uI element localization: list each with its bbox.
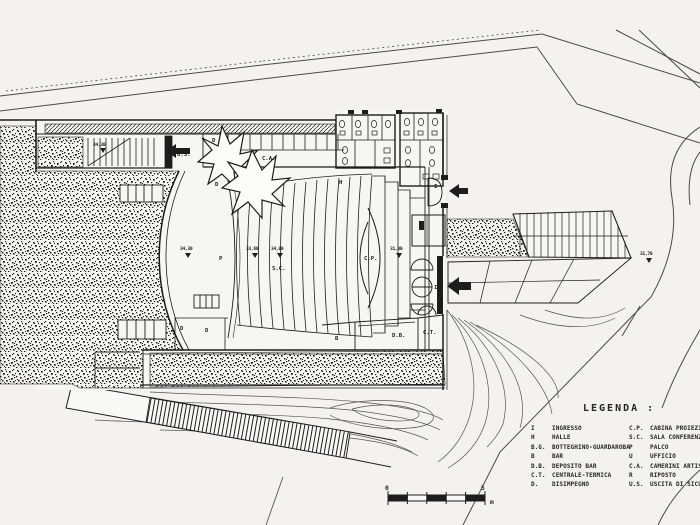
ticket-office <box>411 214 446 247</box>
label-cp: C.P. <box>364 256 377 262</box>
room-labels: U.S. C.A. D D D D P S.C. C.P. H I I B D.… <box>177 138 437 342</box>
elevation-marks: 34,30 34,30 33,60 34,00 31,00 31,70 <box>93 142 653 263</box>
legend-row: B.G.BOTTEGHINO-GUARDAROBA <box>531 443 630 451</box>
toilet-block <box>335 109 444 187</box>
legend-row: S.C.SALA CONFERENZE <box>629 434 700 442</box>
burst-arrows <box>196 124 292 220</box>
svg-text:34,30: 34,30 <box>93 142 106 148</box>
roads <box>0 29 700 525</box>
legend-row: D.B.DEPOSITO BAR <box>531 462 597 470</box>
projection-booth <box>359 207 381 309</box>
label-us: U.S. <box>177 152 190 158</box>
svg-text:33,60: 33,60 <box>246 246 259 252</box>
label-db: D.B. <box>392 333 405 339</box>
svg-text:31,70: 31,70 <box>640 251 653 257</box>
label-p: P <box>219 256 223 262</box>
legend-row: D.DISIMPEGNO <box>531 481 590 489</box>
legend-row: C.A.CAMERINI ARTISTI <box>629 462 700 470</box>
legend-title: LEGENDA : <box>583 403 656 414</box>
label-d-4: D <box>180 326 184 332</box>
entrance-arrows <box>447 184 471 295</box>
scale-start: 0 <box>385 485 389 492</box>
label-i-1: I <box>434 184 437 190</box>
entrance-doors <box>410 177 443 316</box>
seating-rows <box>236 173 425 338</box>
svg-text:34,30: 34,30 <box>180 246 193 252</box>
label-d-3: D <box>205 328 209 334</box>
legend-row: C.T.CENTRALE-TERMICA <box>531 471 612 479</box>
service-rooms <box>321 175 448 350</box>
exit-arrow <box>166 144 190 158</box>
terrace-steps <box>447 210 633 304</box>
legend-row: C.P.CABINA PROIEZIONI <box>629 425 700 432</box>
legend-right-column: C.P.CABINA PROIEZIONI S.C.SALA CONFERENZ… <box>629 424 700 490</box>
scale-bar: 0 5 m <box>385 485 494 506</box>
svg-text:31,00: 31,00 <box>390 246 403 252</box>
pedestrian-ramp <box>65 383 398 468</box>
label-ca: C.A. <box>262 156 275 162</box>
label-i-2: I <box>434 285 437 291</box>
legend-row: U.S.USCITA DI SICUREZZA <box>629 481 700 489</box>
label-sc: S.C. <box>272 266 285 272</box>
scale-unit: m <box>490 499 494 506</box>
label-ct: C.T. <box>423 330 436 336</box>
svg-text:34,00: 34,00 <box>271 246 284 252</box>
stage <box>117 179 241 340</box>
label-d-2: D <box>215 182 219 188</box>
scale-end: 5 <box>481 485 485 492</box>
label-d-1: D <box>212 138 216 144</box>
label-h: H <box>339 180 342 186</box>
label-b: B <box>335 336 339 342</box>
